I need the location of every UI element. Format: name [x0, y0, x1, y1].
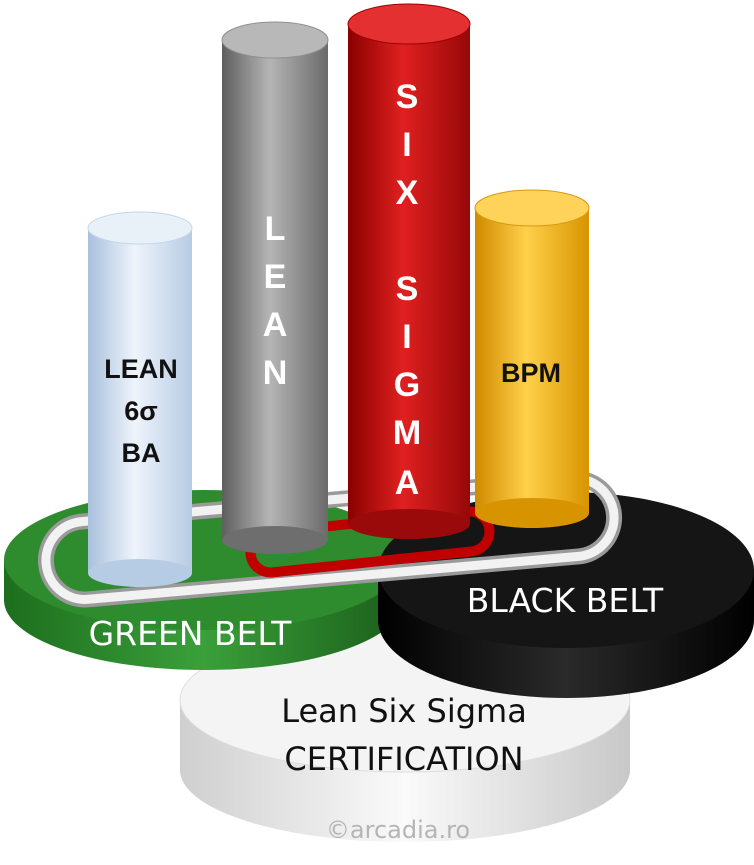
pillar-lean-letter-1: L	[265, 210, 286, 248]
pillar-six-sigma-letter-8: M	[393, 414, 421, 452]
black-belt-label: BLACK BELT	[467, 581, 664, 620]
pillar-six-sigma-letter-6: I	[402, 318, 411, 356]
pillar-six-sigma-letter-7: G	[394, 366, 420, 404]
pillar-six-sigma-letter-9: A	[395, 464, 420, 502]
base-label-line2: CERTIFICATION	[284, 740, 523, 778]
pillar-lean-letter-4: N	[263, 354, 288, 392]
pillar-lean-letter-2: E	[264, 258, 287, 296]
pillar-bpm	[474, 189, 590, 528]
pillar-lean-letter-3: A	[263, 306, 288, 344]
pillar-lean-6sigma-ba	[87, 211, 193, 587]
pillar-ba-label-line1: LEAN	[104, 354, 178, 384]
pillar-bpm-label: BPM	[501, 358, 561, 388]
base-label-line1: Lean Six Sigma	[281, 692, 527, 730]
pillar-ba-label-line3: BA	[122, 438, 161, 468]
watermark: ©arcadia.ro	[326, 816, 470, 844]
pillar-ba-label-line2: 6σ	[124, 396, 158, 426]
pillar-six-sigma-letter-3: X	[396, 174, 419, 212]
pillar-six-sigma-letter-5: S	[396, 270, 419, 308]
pillar-lean	[221, 21, 329, 554]
pillar-six-sigma	[347, 3, 471, 539]
pillar-six-sigma-letter-1: S	[396, 78, 419, 116]
green-belt-label: GREEN BELT	[89, 614, 293, 653]
pillar-six-sigma-letter-2: I	[402, 126, 411, 164]
black-belt-platform	[378, 492, 754, 698]
